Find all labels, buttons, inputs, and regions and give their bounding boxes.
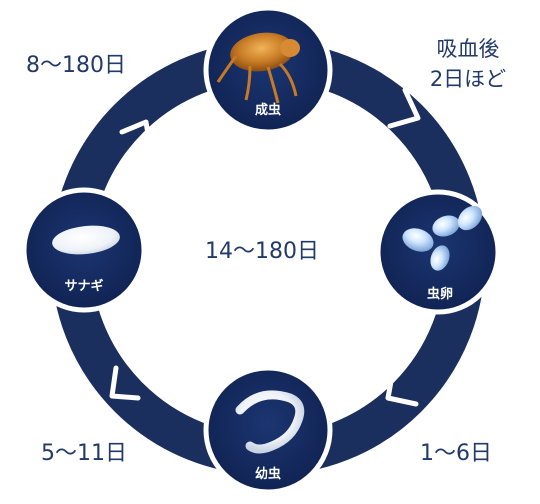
flea-pupa-icon [52,225,120,255]
stage-egg: 虫卵 [375,189,501,315]
duration-after-feeding-line1: 吸血後 [437,37,500,61]
arrow-adult-to-egg-icon [387,87,421,129]
stage-larva-label: 幼虫 [255,466,281,482]
stage-egg-label: 虫卵 [427,286,453,302]
cycle-arrows [109,87,421,407]
duration-larva-to-pupa: 5〜11日 [41,441,127,466]
stage-larva: 幼虫 [203,365,333,495]
adult-flea-icon [216,32,300,104]
stage-adult: 成虫 [203,5,333,135]
stage-pupa: サナギ [21,187,147,313]
duration-egg-to-larva: 1〜6日 [420,441,492,466]
arrow-pupa-to-adult-icon [119,119,153,149]
flea-eggs-icon [402,205,483,271]
flea-larva-icon [235,390,305,454]
arrow-larva-to-pupa-icon [109,365,141,401]
stage-pupa-label: サナギ [64,278,103,294]
arrow-egg-to-larva-icon [385,367,419,407]
stage-adult-label: 成虫 [255,102,281,118]
duration-after-feeding-line2: 2日ほど [430,67,506,91]
duration-pupa-to-adult: 8〜180日 [26,53,126,78]
total-duration-label: 14〜180日 [205,239,319,264]
